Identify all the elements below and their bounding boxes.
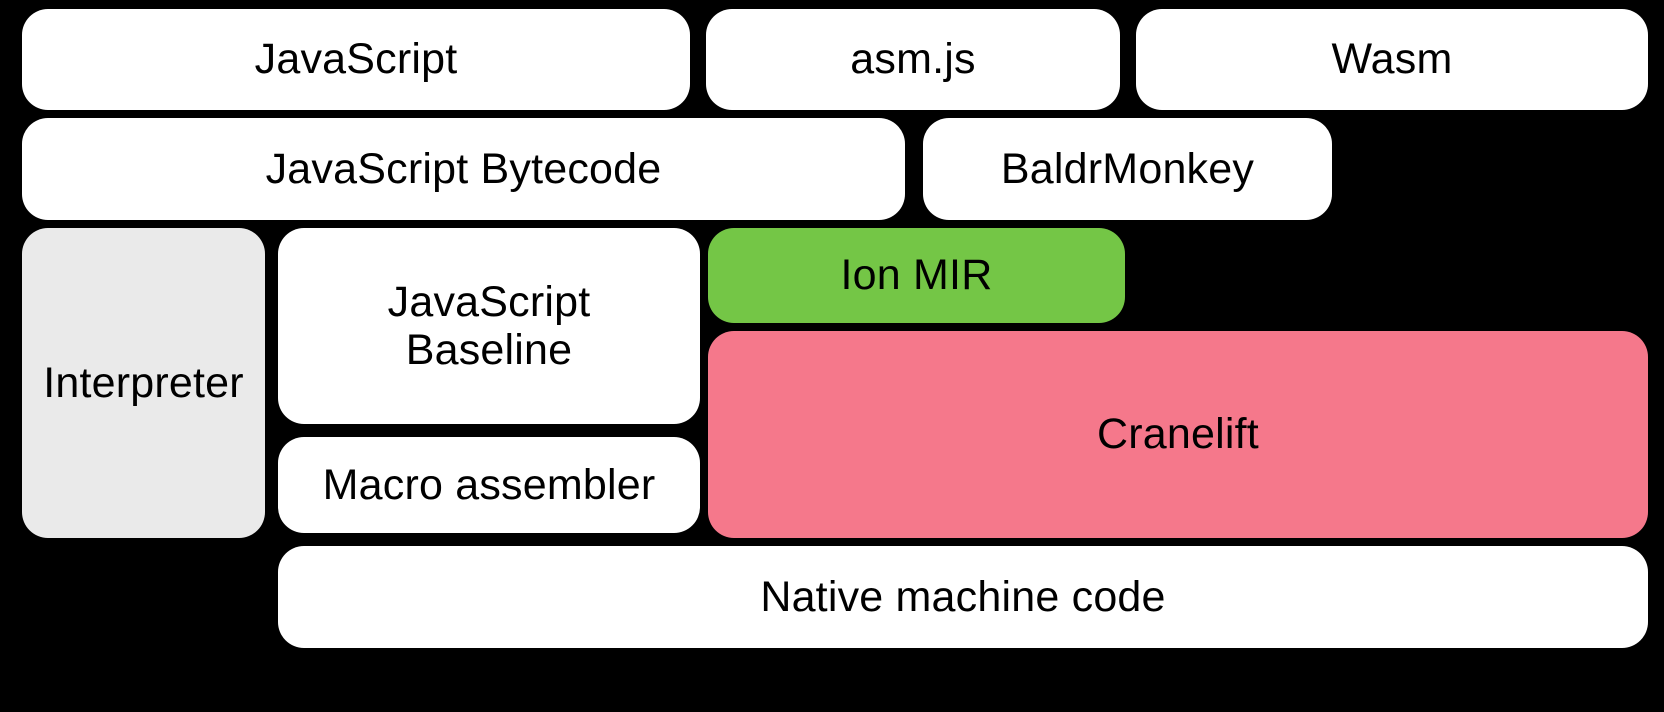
node-asm-js: asm.js	[706, 9, 1120, 110]
node-wasm: Wasm	[1136, 9, 1648, 110]
node-cranelift: Cranelift	[708, 331, 1648, 538]
node-baldrmonkey: BaldrMonkey	[923, 118, 1332, 220]
node-macro-assembler: Macro assembler	[278, 437, 700, 533]
node-javascript-baseline: JavaScript Baseline	[278, 228, 700, 424]
node-ion-mir: Ion MIR	[708, 228, 1125, 323]
node-javascript: JavaScript	[22, 9, 690, 110]
node-interpreter: Interpreter	[22, 228, 265, 538]
node-native-machine-code: Native machine code	[278, 546, 1648, 648]
node-javascript-bytecode: JavaScript Bytecode	[22, 118, 905, 220]
